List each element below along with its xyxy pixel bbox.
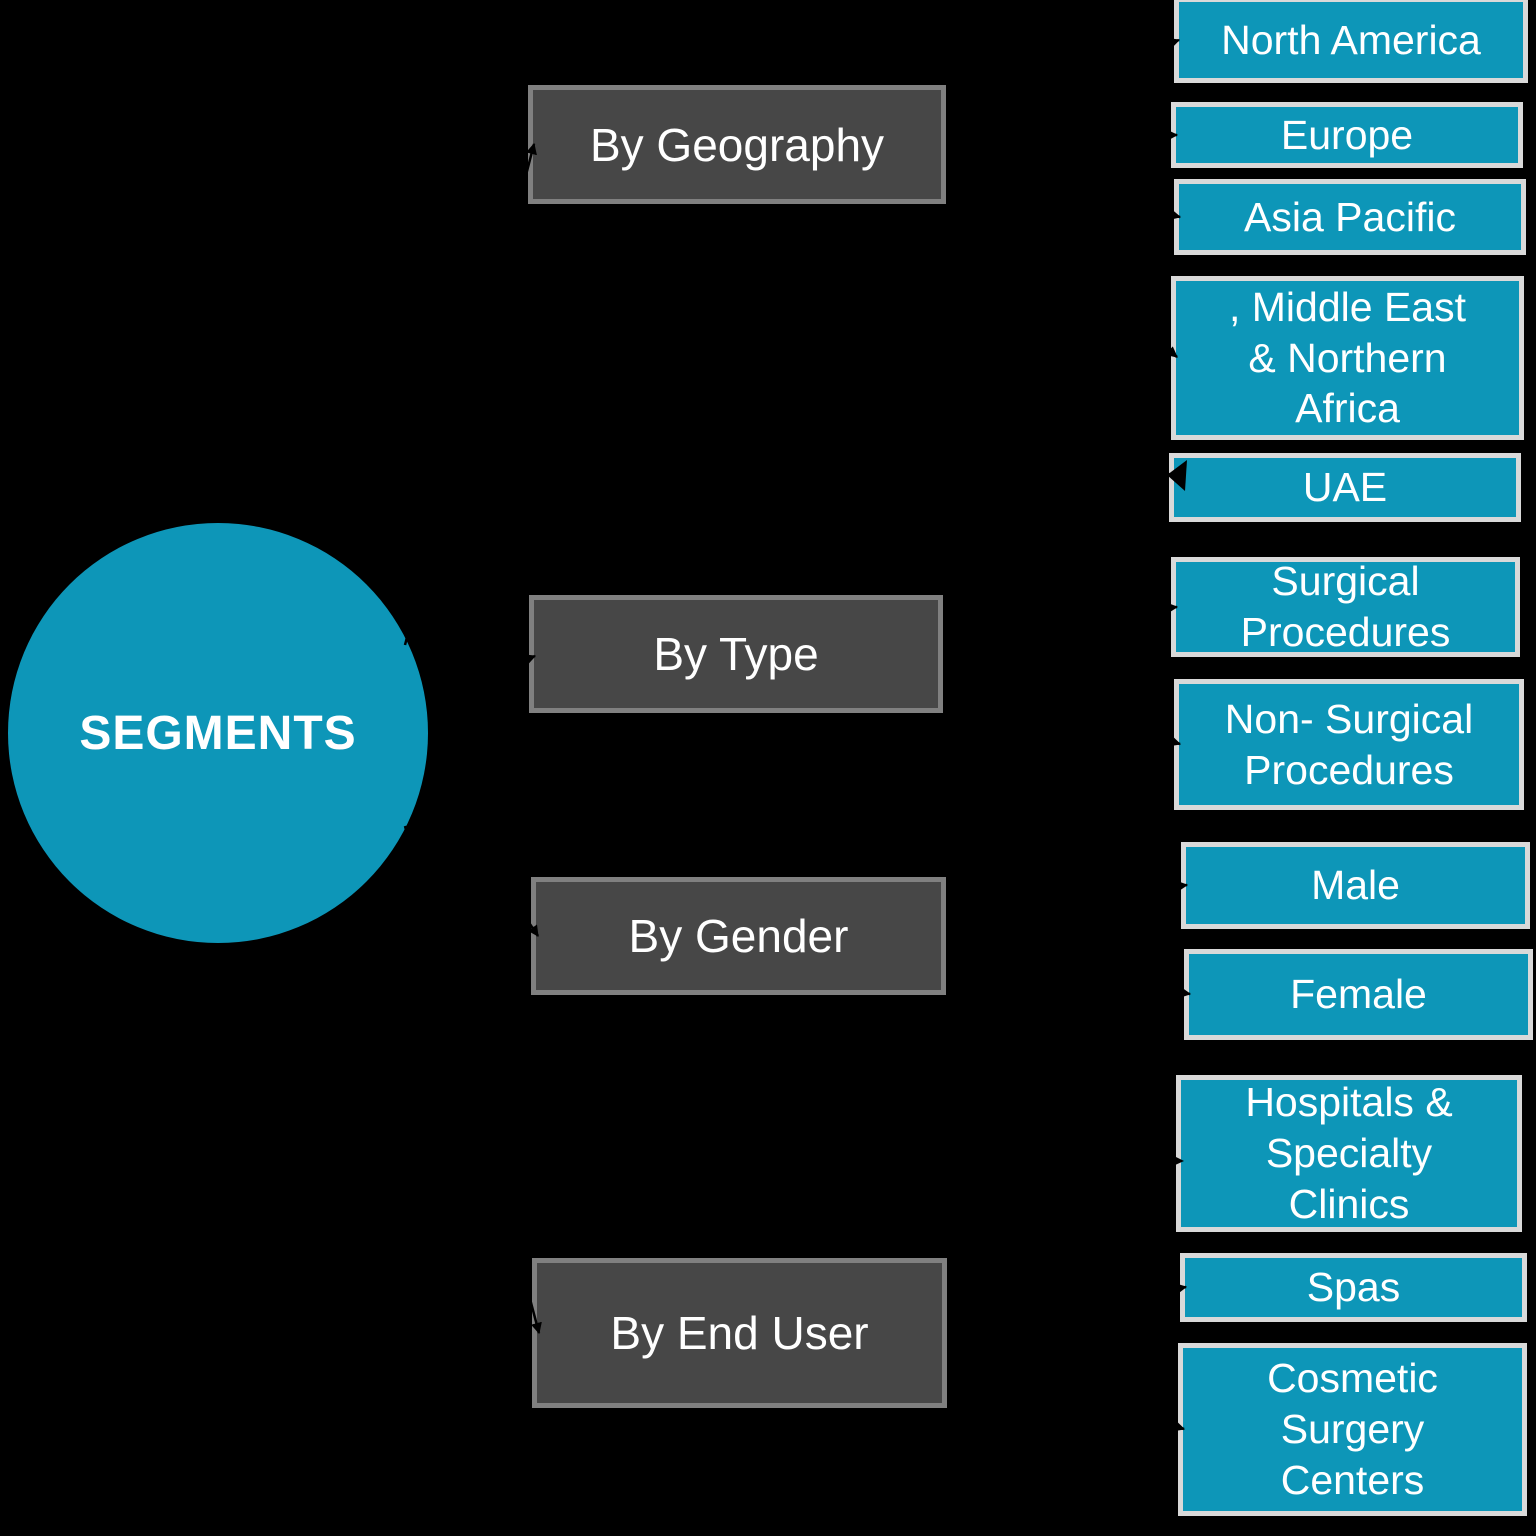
segment-label-asia-pacific: Asia Pacific (1244, 193, 1456, 240)
segment-label-male: Male (1311, 862, 1400, 909)
segment-box-middle-east-northern-africa: , Middle East & Northern Africa (1171, 276, 1524, 440)
segment-box-hospitals-specialty-clinics: Hospitals & Specialty Clinics (1176, 1075, 1522, 1232)
segment-label-middle-east-northern-africa: , Middle East & Northern Africa (1229, 283, 1466, 432)
segments-circle: SEGMENTS (8, 523, 428, 943)
segment-box-non-surgical-procedures: Non- Surgical Procedures (1174, 679, 1524, 810)
category-box-gender: By Gender (531, 877, 946, 995)
segment-label-hospitals-specialty-clinics: Hospitals & Specialty Clinics (1245, 1079, 1453, 1227)
category-label-type: By Type (653, 628, 819, 680)
category-box-end-user: By End User (532, 1258, 947, 1408)
category-box-type: By Type (529, 595, 943, 713)
segment-label-cosmetic-surgery-centers: Cosmetic Surgery Centers (1267, 1355, 1438, 1503)
segment-box-female: Female (1184, 949, 1533, 1040)
category-label-end-user: By End User (610, 1307, 869, 1359)
segments-circle-label: SEGMENTS (79, 706, 357, 760)
segment-label-europe: Europe (1280, 111, 1414, 158)
segment-box-uae: UAE (1169, 453, 1521, 522)
segment-label-spas: Spas (1306, 1264, 1401, 1311)
segment-box-surgical-procedures: Surgical Procedures (1171, 557, 1520, 657)
segment-label-uae: UAE (1302, 464, 1388, 511)
segment-label-non-surgical-procedures: Non- Surgical Procedures (1224, 695, 1474, 793)
segment-box-asia-pacific: Asia Pacific (1174, 179, 1526, 255)
segment-box-spas: Spas (1180, 1253, 1527, 1322)
category-box-geography: By Geography (528, 85, 946, 204)
segment-box-cosmetic-surgery-centers: Cosmetic Surgery Centers (1178, 1343, 1527, 1516)
segment-label-surgical-procedures: Surgical Procedures (1240, 558, 1451, 655)
segment-box-north-america: North America (1174, 0, 1528, 83)
segment-box-male: Male (1181, 842, 1530, 929)
segment-label-female: Female (1290, 971, 1427, 1018)
segment-box-europe: Europe (1171, 102, 1523, 168)
segment-label-north-america: North America (1221, 16, 1481, 63)
category-label-gender: By Gender (628, 910, 849, 962)
category-label-geography: By Geography (589, 118, 885, 171)
